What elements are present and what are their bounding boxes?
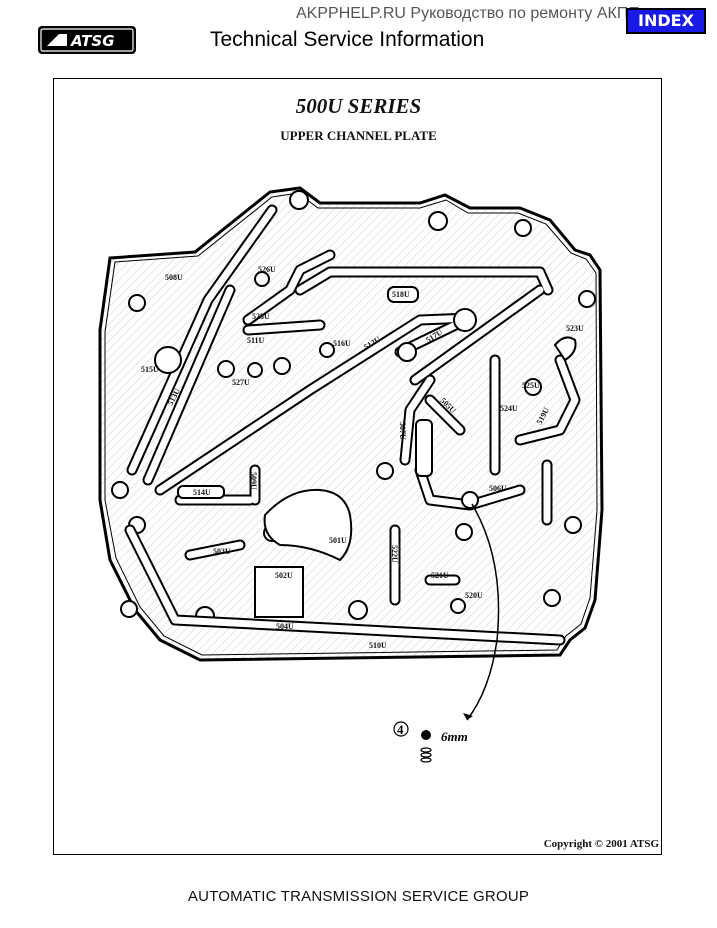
label-506u: 506U [489, 484, 507, 493]
label-522u: 522U [390, 545, 399, 563]
label-528u: 528U [252, 312, 270, 321]
label-508u: 508U [165, 273, 183, 282]
diagram-frame [53, 78, 662, 855]
label-516u: 516U [333, 339, 351, 348]
cavity-501u [263, 488, 353, 562]
watermark-text: AKPPHELP.RU Руководство по ремонту АКПП [296, 5, 640, 22]
ball-seat-506u [461, 491, 479, 509]
cavities [154, 271, 577, 618]
label-510u: 510U [369, 641, 387, 650]
label-504u: 504U [276, 622, 294, 631]
ball-number: 4 [397, 722, 404, 737]
label-526u: 526U [258, 265, 276, 274]
copyright-text: Copyright © 2001 ATSG [543, 838, 659, 850]
label-507u: 507U [398, 422, 407, 440]
label-501u: 501U [329, 536, 347, 545]
label-514u: 514U [193, 488, 211, 497]
ball-size: 6mm [441, 729, 468, 744]
label-527u: 527U [232, 378, 250, 387]
label-518u: 518U [392, 290, 410, 299]
label-521u: 521U [431, 571, 449, 580]
footer-text: AUTOMATIC TRANSMISSION SERVICE GROUP [187, 888, 530, 905]
cavity-515u [154, 346, 182, 374]
page-title: 500U SERIES [295, 94, 422, 118]
label-525u: 525U [522, 381, 540, 390]
label-524u: 524U [500, 404, 518, 413]
label-515u: 515U [141, 365, 159, 374]
header-title: Technical Service Information [210, 28, 485, 51]
label-503u: 503U [213, 547, 231, 556]
page-subtitle: UPPER CHANNEL PLATE [280, 128, 437, 143]
ball-leader-line [466, 503, 500, 721]
spring-icon [420, 747, 432, 763]
bolt-holes [111, 190, 596, 626]
label-509u: 509U [249, 472, 258, 490]
label-520u: 520U [465, 591, 483, 600]
index-button[interactable]: INDEX [626, 8, 706, 34]
leader-arrowhead [463, 713, 473, 720]
check-ball-icon [421, 730, 431, 740]
label-523u: 523U [566, 324, 584, 333]
logo-text: ATSG [70, 32, 115, 50]
cavity-502u [254, 566, 304, 618]
label-502u: 502U [275, 571, 293, 580]
label-511u: 511U [247, 336, 265, 345]
logo-wing-icon [47, 34, 67, 46]
atsg-logo: ATSG [38, 26, 136, 54]
check-ball-callout: 4 6mm [393, 721, 468, 763]
